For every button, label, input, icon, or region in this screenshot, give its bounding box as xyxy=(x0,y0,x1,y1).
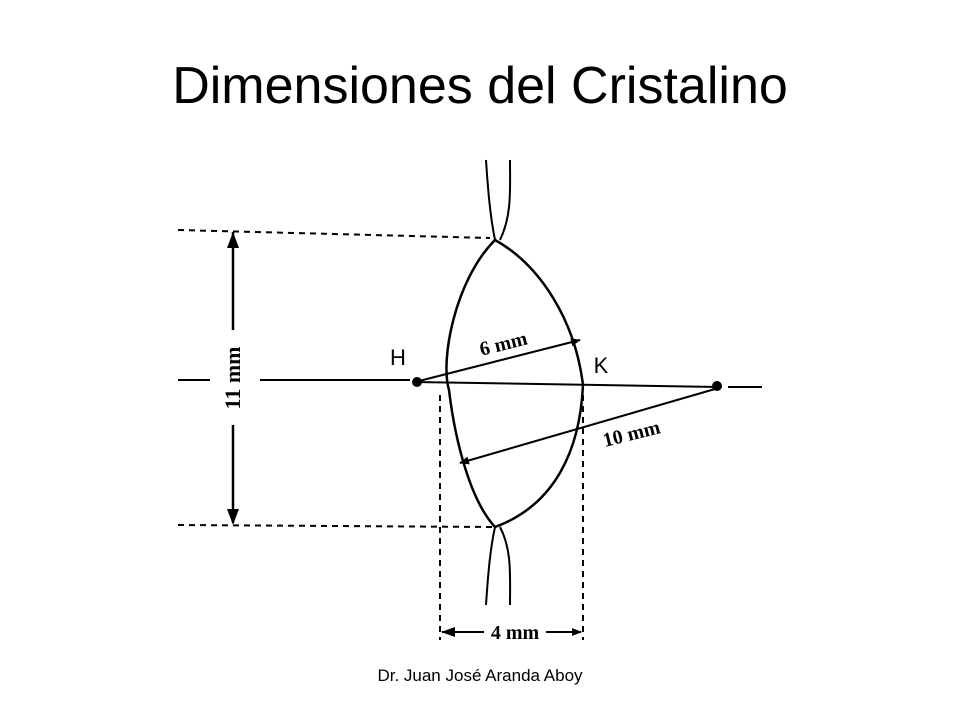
front-radius-arrow xyxy=(418,338,581,382)
thickness-label-bg xyxy=(484,621,546,643)
slide-title: Dimensiones del Cristalino xyxy=(172,57,788,115)
slide-footer-author: Dr. Juan José Aranda Aboy xyxy=(377,666,583,685)
height-label: 11 mm xyxy=(220,347,245,410)
zonule-fibers xyxy=(485,159,512,606)
point-k-label: K xyxy=(594,353,609,378)
optical-axis xyxy=(178,379,762,388)
back-radius-label: 10 mm xyxy=(601,416,663,452)
dashed-guides xyxy=(177,229,584,640)
back-radius-arrow xyxy=(459,388,716,465)
point-h-label: H xyxy=(390,345,406,370)
thickness-arrow-left xyxy=(441,627,455,637)
height-arrow-top xyxy=(227,232,239,248)
height-arrow-bottom xyxy=(227,509,239,525)
focal-point-h-dot xyxy=(412,377,422,387)
thickness-label: 4 mm xyxy=(491,622,540,644)
